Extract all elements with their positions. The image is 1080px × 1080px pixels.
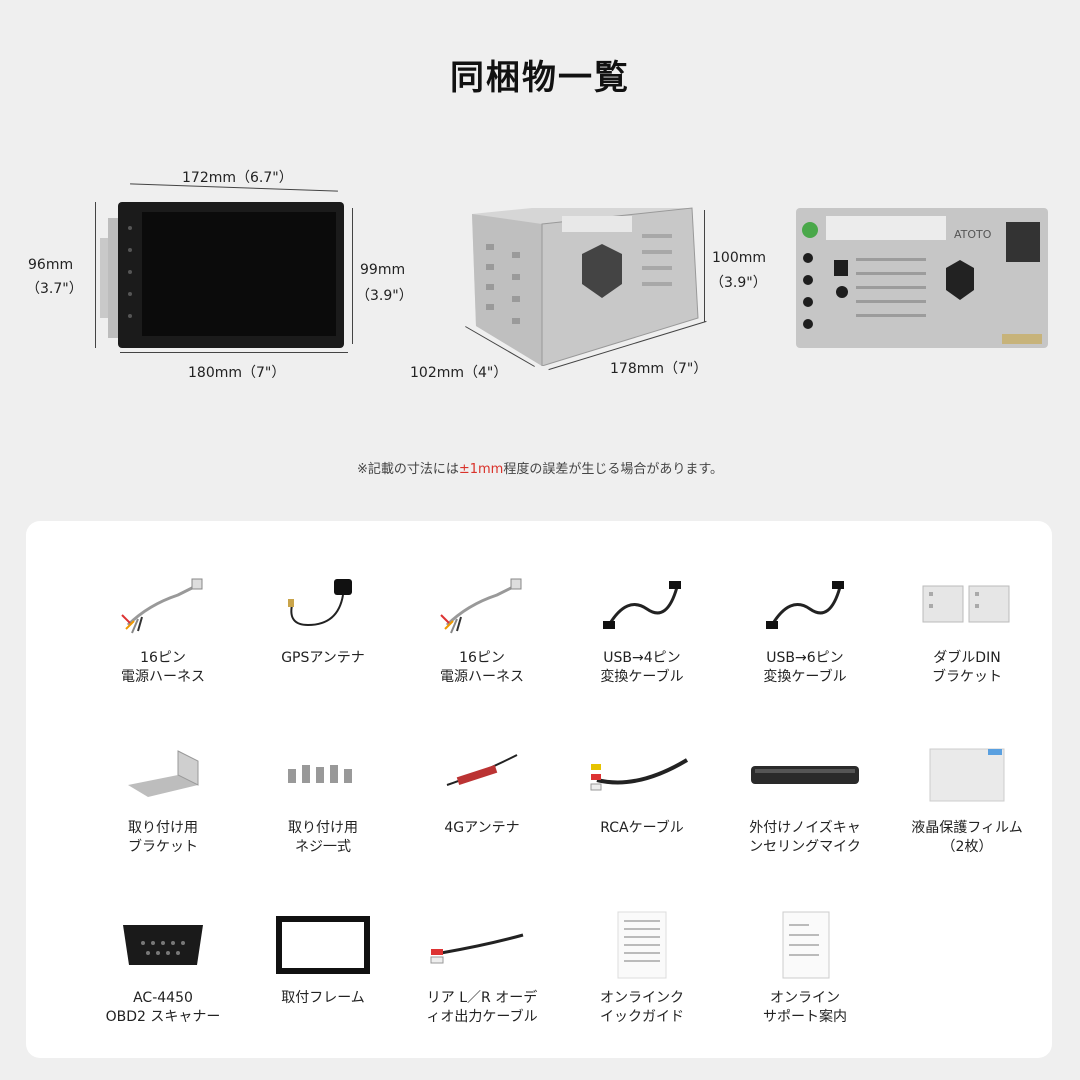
content-item: 取り付け用ネジ一式 [243,735,403,857]
dimension-section: 172mm（6.7"） 96mm （3.7"） 99mm （3.9"） 180m… [0,150,1080,390]
head-unit-right-height: 99mm [360,262,406,278]
frame-icon [243,905,403,985]
content-item: 16ピン電源ハーネス [402,565,562,687]
content-item: GPSアンテナ [243,565,403,668]
content-item: 16ピン電源ハーネス [83,565,243,687]
cage-height: 100mm [712,250,766,266]
content-item-label: 取り付け用ネジ一式 [288,820,358,855]
content-item: 液晶保護フィルム（2枚） [887,735,1047,857]
tolerance-note: ※記載の寸法には±1mm程度の誤差が生じる場合があります。 [356,462,724,477]
usb-cable-icon [562,565,722,645]
content-item-label: 4Gアンテナ [444,820,520,836]
head-unit-left-height-in: （3.7"） [26,281,83,297]
cage-width: 178mm（7"） [610,361,708,377]
content-item: オンラインサポート案内 [725,905,885,1027]
rear-view-image: ATOTO [796,208,1048,348]
content-item-label: 16ピン電源ハーネス [121,650,205,685]
content-item: リア L／R オーディオ出力ケーブル [402,905,562,1027]
content-item: オンラインクイックガイド [562,905,722,1027]
audio-cable-icon [402,905,562,985]
mount-bracket-icon [83,735,243,815]
rear-brand-text: ATOTO [954,228,992,241]
usb-cable-icon [725,565,885,645]
content-item-label: 外付けノイズキャンセリングマイク [749,820,861,855]
support-doc-icon [725,905,885,985]
harness-icon [83,565,243,645]
head-unit-left-height: 96mm [28,257,74,273]
dim-arrow [352,208,353,344]
content-item: 取付フレーム [243,905,403,1008]
dim-arrow [120,352,348,353]
content-item: 外付けノイズキャンセリングマイク [725,735,885,857]
dim-arrow [704,210,705,322]
content-item: USB→6ピン変換ケーブル [725,565,885,687]
content-item-label: USB→6ピン変換ケーブル [763,650,847,685]
4g-antenna-icon [402,735,562,815]
microphone-icon [725,735,885,815]
dim-arrow [95,202,96,348]
content-item-label: 液晶保護フィルム（2枚） [911,820,1023,855]
head-unit-right-height-in: （3.9"） [356,288,413,304]
guide-doc-icon [562,905,722,985]
content-item-label: USB→4ピン変換ケーブル [600,650,684,685]
screws-icon [243,735,403,815]
bracket-icon [887,565,1047,645]
rca-cable-icon [562,735,722,815]
content-item-label: 16ピン電源ハーネス [440,650,524,685]
content-item: 取り付け用ブラケット [83,735,243,857]
package-contents-card: 16ピン電源ハーネス GPSアンテナ 16ピン電源ハーネス USB→4ピン変換ケーブル… [26,521,1052,1058]
head-unit-top-width: 172mm（6.7"） [182,170,293,186]
content-item-label: GPSアンテナ [281,650,365,666]
content-item-label: RCAケーブル [600,820,684,836]
contents-grid: 16ピン電源ハーネス GPSアンテナ 16ピン電源ハーネス USB→4ピン変換ケーブル… [26,521,1052,1058]
content-item-label: 取り付け用ブラケット [128,820,198,855]
cage-depth: 102mm（4"） [410,365,508,381]
content-item: USB→4ピン変換ケーブル [562,565,722,687]
content-item: 4Gアンテナ [402,735,562,838]
page-title: 同梱物一覧 [450,58,630,98]
content-item-label: 取付フレーム [281,990,365,1006]
head-unit-bottom-width: 180mm（7"） [188,365,286,381]
content-item: RCAケーブル [562,735,722,838]
harness-icon [402,565,562,645]
gps-antenna-icon [243,565,403,645]
tolerance-value: ±1mm [458,462,504,477]
film-icon [887,735,1047,815]
content-item-label: オンラインサポート案内 [763,990,847,1025]
obd2-icon [83,905,243,985]
content-item-label: リア L／R オーディオ出力ケーブル [426,990,538,1025]
mounting-cage-image [472,207,699,366]
head-unit-image [100,202,344,348]
cage-height-in: （3.9"） [710,275,767,291]
content-item-label: オンラインクイックガイド [600,990,684,1025]
